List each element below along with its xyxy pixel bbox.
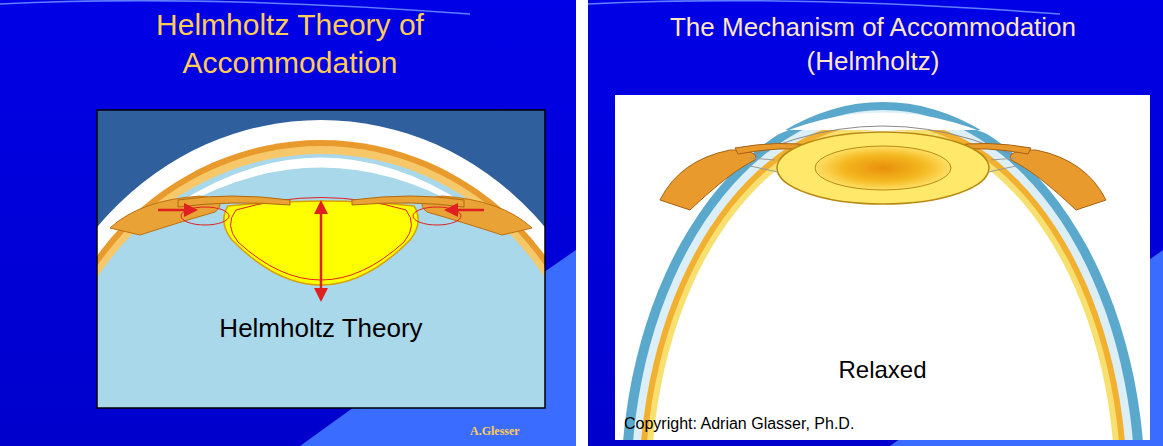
picture-frame xyxy=(97,110,545,408)
slide-title: Helmholtz Theory of Accommodation xyxy=(120,6,460,82)
eye-diagram xyxy=(97,110,545,408)
author-credit: A.Glesser xyxy=(470,423,560,439)
picture-label: Relaxed xyxy=(615,355,1150,385)
eye-diagram xyxy=(621,102,1145,440)
picture-label: Helmholtz Theory xyxy=(97,312,545,344)
slide-title: The Mechanism of Accommodation (Helmholt… xyxy=(668,10,1078,78)
copyright-note: Copyright: Adrian Glasser, Ph.D. xyxy=(624,414,1024,434)
